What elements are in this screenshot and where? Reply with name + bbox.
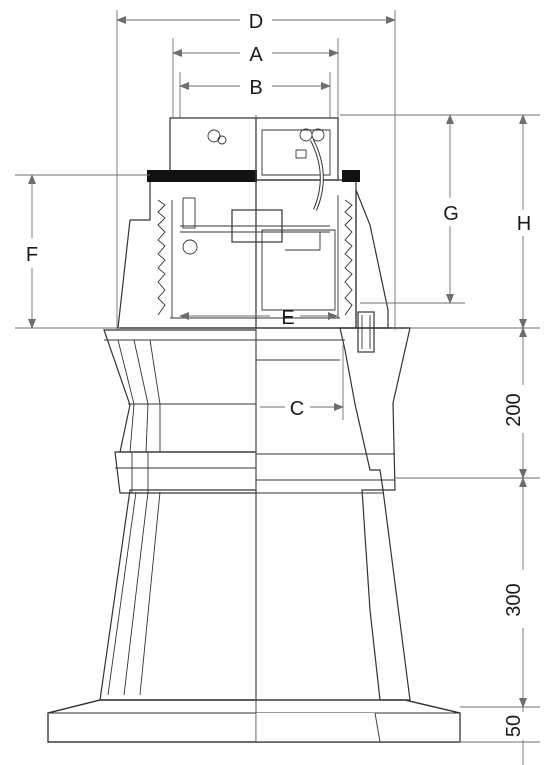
- lid-gasket-right: [342, 170, 360, 182]
- label-E: E: [281, 307, 294, 329]
- bolt: [357, 311, 375, 353]
- section-view-right-half: [256, 311, 411, 701]
- label-A: A: [249, 44, 263, 66]
- dimension-B: B: [179, 72, 331, 118]
- label-B: B: [249, 77, 262, 99]
- dimension-E: E: [179, 307, 338, 329]
- dimension-300: 300: [460, 477, 540, 708]
- label-200: 200: [503, 393, 525, 426]
- label-F: F: [26, 244, 38, 266]
- label-G: G: [443, 203, 459, 225]
- label-50: 50: [503, 715, 525, 737]
- dimension-D: D: [116, 10, 396, 330]
- dimension-A: A: [172, 38, 339, 118]
- dimension-50: 50: [460, 707, 540, 765]
- label-D: D: [249, 11, 263, 33]
- adjusting-ring-body: [99, 329, 257, 701]
- dimension-F: F: [15, 174, 150, 329]
- lid-gasket-left: [147, 170, 257, 182]
- dimension-C: C: [260, 345, 344, 420]
- cover-frame: [117, 117, 410, 329]
- dimension-200: 200: [395, 327, 540, 479]
- dimension-H: H: [410, 114, 540, 329]
- base-slab: [47, 699, 461, 743]
- dimension-G: G: [340, 114, 465, 304]
- label-C: C: [290, 398, 304, 420]
- label-300: 300: [503, 583, 525, 616]
- label-H: H: [517, 213, 531, 235]
